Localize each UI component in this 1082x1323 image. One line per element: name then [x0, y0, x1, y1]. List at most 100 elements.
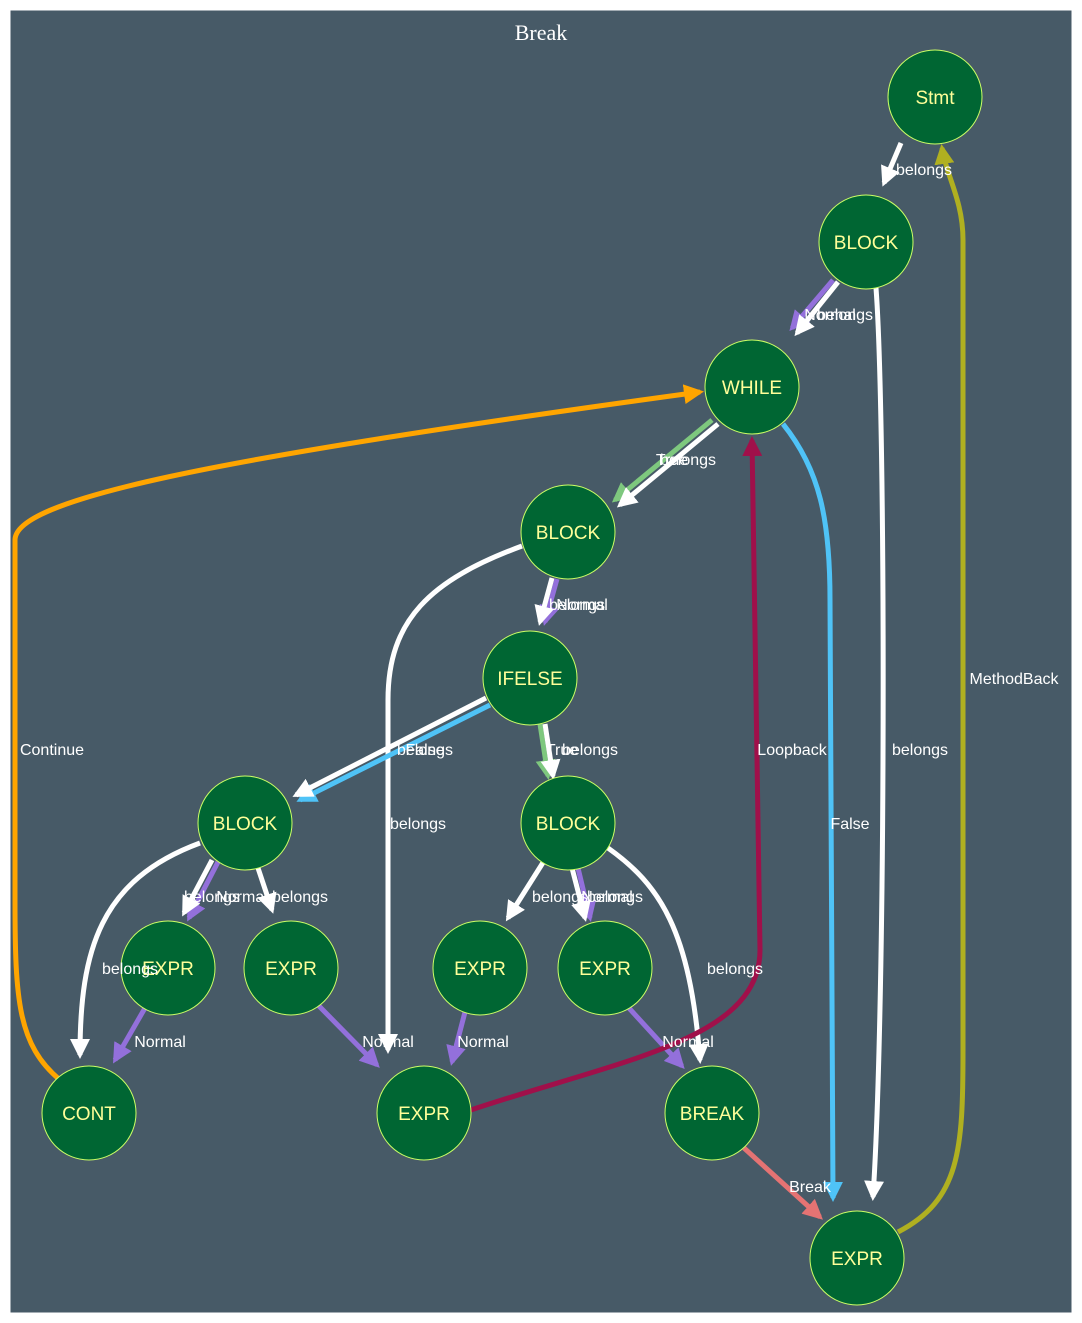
edge-belongs — [70, 840, 201, 1059]
node-label: BREAK — [680, 1104, 745, 1125]
node-block2: BLOCK — [520, 484, 616, 580]
edge-label: Loopback — [757, 742, 827, 759]
node-circle — [482, 630, 578, 726]
node-circle — [818, 194, 914, 290]
edge-label: Normal — [804, 307, 856, 324]
node-block1: BLOCK — [818, 194, 914, 290]
edge-label: belongs — [660, 452, 716, 469]
edge-label: belongs — [184, 889, 240, 906]
edge-belongs — [569, 867, 591, 922]
node-label: Stmt — [915, 88, 955, 109]
edge-false — [296, 702, 492, 803]
edge-false — [781, 422, 843, 1202]
node-circle — [243, 920, 339, 1016]
node-circle — [41, 1065, 137, 1161]
edge-belongs — [255, 867, 277, 914]
edge-label: belongs — [532, 889, 588, 906]
node-while: WHILE — [704, 339, 800, 435]
node-label: EXPR — [579, 959, 631, 980]
node-circle — [432, 920, 528, 1016]
edge-belongs — [864, 287, 886, 1201]
edge-label: False — [830, 816, 869, 833]
node-label: BLOCK — [213, 814, 278, 835]
edge-belongs — [540, 723, 561, 780]
edge-methodback — [896, 144, 966, 1235]
node-label: EXPR — [398, 1104, 450, 1125]
edge-loopback — [470, 436, 763, 1113]
node-cont: CONT — [41, 1065, 137, 1161]
edge-label: Normal — [581, 889, 633, 906]
edge-label: Normal — [134, 1034, 186, 1051]
edge-belongs — [616, 422, 720, 508]
edge-belongs — [292, 695, 488, 798]
node-circle — [520, 775, 616, 871]
edge-belongs — [181, 858, 215, 917]
node-expr3: EXPR — [432, 920, 528, 1016]
edge-label: belongs — [562, 742, 618, 759]
edge-belongs — [505, 859, 547, 922]
node-break: BREAK — [664, 1065, 760, 1161]
node-expr2: EXPR — [243, 920, 339, 1016]
edge-belongs — [606, 845, 709, 1064]
edge-continue — [12, 384, 704, 1082]
node-label: BLOCK — [536, 814, 601, 835]
node-circle — [887, 49, 983, 145]
edge-label: False — [405, 742, 444, 759]
node-block4: BLOCK — [520, 775, 616, 871]
node-circle — [809, 1210, 905, 1306]
edge-label: belongs — [397, 742, 453, 759]
node-label: BLOCK — [834, 233, 899, 254]
edge-label: belongs — [707, 961, 763, 978]
node-label: EXPR — [142, 959, 194, 980]
node-ifelse: IFELSE — [482, 630, 578, 726]
node-expr6: EXPR — [809, 1210, 905, 1306]
edge-normal — [112, 1006, 148, 1064]
edge-label: Normal — [556, 597, 608, 614]
edge-belongs — [794, 280, 840, 337]
edge-label: belongs — [102, 961, 158, 978]
edge-labels-layer: belongsNormalbelongsbelongsTruebelongsFa… — [20, 162, 1059, 1196]
node-circle — [664, 1065, 760, 1161]
edge-label: True — [546, 742, 578, 759]
node-expr4: EXPR — [557, 920, 653, 1016]
edge-label: Continue — [20, 742, 84, 759]
node-circle — [376, 1065, 472, 1161]
edge-label: belongs — [272, 889, 328, 906]
edge-belongs — [534, 577, 555, 626]
edge-label: Normal — [662, 1034, 714, 1051]
node-circle — [120, 920, 216, 1016]
edge-label: belongs — [817, 307, 873, 324]
edge-label: Normal — [362, 1034, 414, 1051]
edge-normal — [626, 1005, 685, 1069]
edge-normal — [316, 1003, 380, 1068]
node-label: EXPR — [454, 959, 506, 980]
node-expr5: EXPR — [376, 1065, 472, 1161]
node-label: EXPR — [831, 1249, 883, 1270]
node-block3: BLOCK — [197, 775, 293, 871]
edge-break — [742, 1146, 823, 1220]
node-stmt: Stmt — [887, 49, 983, 145]
edge-label: belongs — [390, 816, 446, 833]
node-circle — [557, 920, 653, 1016]
node-circle — [520, 484, 616, 580]
node-label: EXPR — [265, 959, 317, 980]
diagram-title: Break — [515, 20, 568, 45]
edge-label: Break — [789, 1179, 832, 1196]
edge-true — [611, 418, 714, 503]
edges-layer — [12, 142, 966, 1235]
node-expr1: EXPR — [120, 920, 216, 1016]
node-label: BLOCK — [536, 523, 601, 544]
node-label: WHILE — [722, 378, 782, 399]
node-label: CONT — [62, 1104, 116, 1125]
node-circle — [197, 775, 293, 871]
edge-label: True — [656, 452, 688, 469]
edge-label: Normal — [457, 1034, 509, 1051]
edge-belongs — [881, 142, 904, 187]
edge-belongs — [378, 543, 523, 1054]
edge-label: MethodBack — [970, 671, 1060, 688]
edge-label: belongs — [892, 742, 948, 759]
edge-label: belongs — [549, 597, 605, 614]
node-circle — [704, 339, 800, 435]
